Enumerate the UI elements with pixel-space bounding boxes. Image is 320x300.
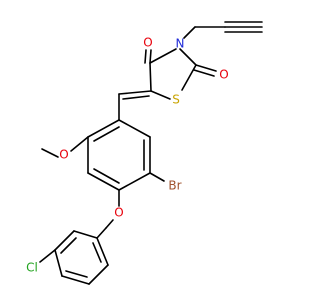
ring2-bond-6 [96,237,109,266]
atom-label-br: Br [168,179,181,193]
molecule-structure-diagram: O N O S O Br O Cl [26,21,263,285]
bond-c5-c4 [149,62,152,92]
ring2-bond-4-inner [65,270,88,278]
ring2-bond-4 [61,275,90,285]
ring-substituents [41,136,165,229]
bond-c4-o4 [149,49,152,64]
bond-n3-c2 [179,48,197,66]
bond-ch2-ring2 [96,227,107,239]
atom-label-cl: Cl [26,261,38,275]
thiazolidinedione-ring [118,48,217,100]
ring-bond-6 [87,119,120,138]
atom-label-o-carbonyl-right: O [219,68,228,82]
propargyl-group [183,21,263,39]
bond-s1-c5 [150,90,171,100]
central-benzene-ring [87,93,151,191]
bond-ring-br [149,172,165,182]
bond-c5-methine-double [122,95,150,100]
ring2-bond-2 [54,230,75,251]
atom-label-o-methoxy: O [59,148,68,162]
atom-label-o-ether: O [114,206,123,220]
bond-c2-o2-double [193,69,215,77]
ring-bond-1 [118,119,151,138]
bond-n-ch2 [183,26,196,39]
ring2-bond-3 [54,249,63,277]
bond-c4-o4-double [144,49,147,64]
ring-bond-4 [87,172,120,191]
atom-label-s: S [172,93,180,107]
bond-c2-s1 [181,64,197,91]
chlorobenzyl-ring [39,227,109,285]
bond-ring-ome [70,136,89,152]
bond-ring2-cl [39,249,56,263]
ring2-bond-1 [73,230,98,239]
ring2-bond-2-inner [60,237,77,254]
ring-bond-3 [118,172,151,191]
bond-c4-n3 [149,48,177,64]
bond-c5-methine [118,90,152,95]
atom-label-n: N [176,37,185,51]
bond-c2-o2 [195,64,217,72]
bond-ome-ch3 [41,148,59,158]
ring-bond-4-inner [93,168,120,184]
ring2-bond-6-inner [92,242,102,263]
atom-label-o-carbonyl-top: O [143,36,152,50]
ring2-bond-5 [88,264,109,285]
ring-bond-6-inner [93,126,120,142]
atom-labels: O N O S O Br O Cl [26,36,229,275]
bond-oether-ch2 [105,219,114,229]
